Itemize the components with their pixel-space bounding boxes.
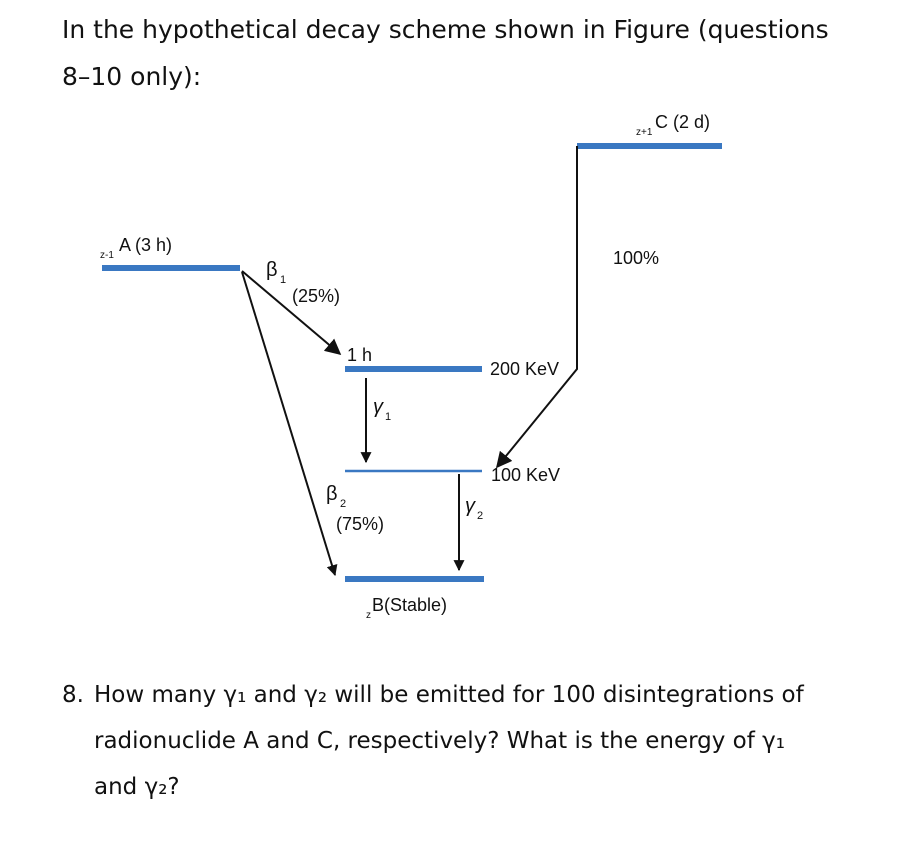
question-8: 8. How many γ₁ and γ₂ will be emitted fo… — [62, 672, 862, 810]
beta1-subscript: 1 — [280, 274, 286, 286]
level-100-label: 100 KeV — [491, 465, 560, 485]
beta1-percent: (25%) — [292, 286, 340, 306]
A-label: A (3 h) — [119, 235, 172, 255]
intro-line-1: In the hypothetical decay scheme shown i… — [62, 15, 829, 44]
level-200-label: 200 KeV — [490, 359, 559, 379]
gamma1-symbol: γ — [373, 396, 384, 418]
gamma2-symbol: γ — [465, 495, 476, 517]
beta1-arrow — [241, 270, 342, 356]
intro-text: In the hypothetical decay scheme shown i… — [62, 6, 862, 100]
beta2-subscript: 2 — [340, 498, 346, 510]
question-line-1: How many γ₁ and γ₂ will be emitted for 1… — [94, 682, 804, 708]
B-prefix: z — [366, 610, 371, 621]
question-line-2: radionuclide A and C, respectively? What… — [94, 728, 785, 754]
A-prefix: z-1 — [100, 250, 114, 261]
beta1-symbol: β — [266, 259, 278, 281]
question-number: 8. — [62, 682, 84, 708]
C-prefix: z+1 — [636, 127, 653, 138]
question-line-3: and γ₂? — [94, 774, 180, 800]
beta2-percent: (75%) — [336, 514, 384, 534]
B-label: B(Stable) — [372, 595, 447, 615]
beta2-symbol: β — [326, 483, 338, 505]
gamma2-subscript: 2 — [477, 510, 483, 522]
C-label: C (2 d) — [655, 112, 710, 132]
gamma1-subscript: 1 — [385, 411, 391, 423]
half-life-label: 1 h — [347, 345, 372, 365]
C-branch-percent: 100% — [613, 248, 659, 268]
beta2-arrow — [241, 271, 338, 577]
decay-scheme-diagram: z-1 A (3 h) z+1 C (2 d) β 1 (25%) 1 h 20… — [100, 112, 722, 621]
intro-line-2: 8–10 only): — [62, 62, 202, 91]
C-decay-line — [495, 146, 578, 469]
